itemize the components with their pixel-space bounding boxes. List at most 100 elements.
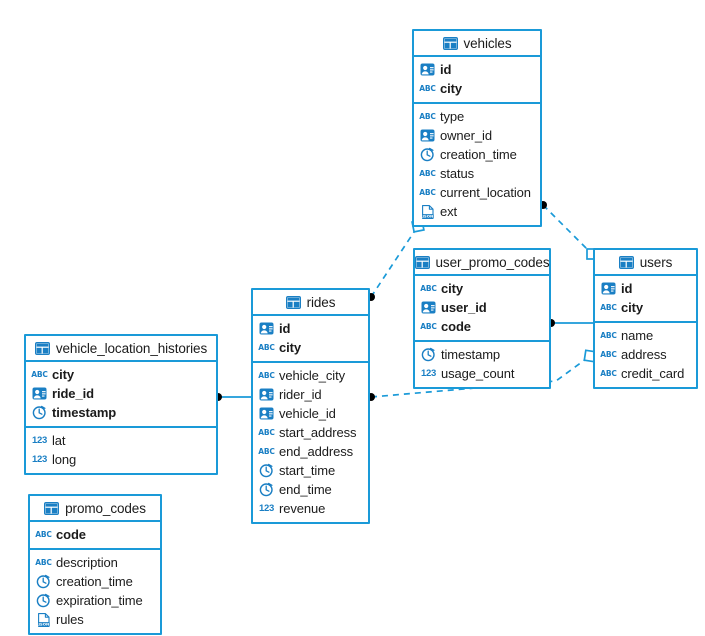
clock-icon [259,482,274,497]
abc-icon: ABC [600,330,617,340]
field-row-vehicle_id[interactable]: vehicle_id [253,404,368,423]
field-row-end_time[interactable]: end_time [253,480,368,499]
field-row-timestamp[interactable]: timestamp [415,345,549,364]
clock-icon [259,463,274,478]
field-label: city [52,367,75,382]
field-row-credit_card[interactable]: ABC credit_card [595,364,696,383]
field-row-expiration_time[interactable]: expiration_time [30,591,160,610]
abc-icon: ABC [419,111,436,121]
abc-icon: ABC [258,446,275,456]
field-row-ride_id[interactable]: ride_id [26,384,216,403]
key-id-icon [421,300,436,315]
abc-icon: ABC [600,349,617,359]
abc-icon: ABC [258,427,275,437]
svg-text:JSON: JSON [421,213,433,218]
field-row-timestamp[interactable]: timestamp [26,403,216,422]
entity-header-users[interactable]: users [595,250,696,276]
field-label: long [52,452,77,467]
entity-header-user_promo_codes[interactable]: user_promo_codes [414,250,550,276]
key-id-icon [32,386,47,401]
field-label: end_address [279,444,354,459]
table-icon [414,255,430,270]
clock-icon [32,405,47,420]
field-label: ext [440,204,458,219]
table-icon [34,341,50,356]
relationship-rel-vlh-rides[interactable] [214,393,251,401]
field-label: credit_card [621,366,685,381]
abc-icon: ABC [419,83,436,93]
field-row-city[interactable]: ABC city [595,298,696,317]
json-icon: JSON [36,612,51,627]
field-row-id[interactable]: id [253,319,368,338]
field-label: expiration_time [56,593,143,608]
field-row-vehicle_city[interactable]: ABC vehicle_city [253,366,368,385]
relationship-rel-upc-users[interactable] [547,319,593,327]
field-label: city [441,281,464,296]
field-row-ext[interactable]: JSON ext [414,202,540,221]
field-label: creation_time [440,147,517,162]
entity-title: rides [306,294,336,310]
field-row-id[interactable]: id [414,60,540,79]
entity-header-rides[interactable]: rides [253,290,368,316]
field-row-end_address[interactable]: ABC end_address [253,442,368,461]
clock-icon [36,593,51,608]
field-row-user_id[interactable]: user_id [415,298,549,317]
field-row-owner_id[interactable]: owner_id [414,126,540,145]
abc-icon: ABC [35,557,52,567]
abc-icon: ABC [600,368,617,378]
relationship-line [370,225,419,298]
field-row-rider_id[interactable]: rider_id [253,385,368,404]
entity-header-vehicle_location_histories[interactable]: vehicle_location_histories [26,336,216,362]
table-icon [618,255,634,270]
relationship-line [542,204,593,255]
key-id-icon [259,321,274,336]
clock-icon [421,347,436,362]
entity-header-vehicles[interactable]: vehicles [414,31,540,57]
field-row-creation_time[interactable]: creation_time [30,572,160,591]
field-row-start_address[interactable]: ABC start_address [253,423,368,442]
key-id-icon [420,62,435,77]
field-label: start_address [279,425,357,440]
entity-header-promo_codes[interactable]: promo_codes [30,496,160,522]
table-icon [442,36,458,51]
field-row-start_time[interactable]: start_time [253,461,368,480]
field-row-creation_time[interactable]: creation_time [414,145,540,164]
clock-icon [420,147,435,162]
number-icon: 123 [259,502,274,514]
abc-icon: ABC [600,302,617,312]
field-label: vehicle_city [279,368,345,383]
field-label: city [621,300,644,315]
abc-icon: ABC [258,370,275,380]
entity-title: user_promo_codes [435,254,550,270]
field-row-id[interactable]: id [595,279,696,298]
abc-icon: ABC [258,342,275,352]
